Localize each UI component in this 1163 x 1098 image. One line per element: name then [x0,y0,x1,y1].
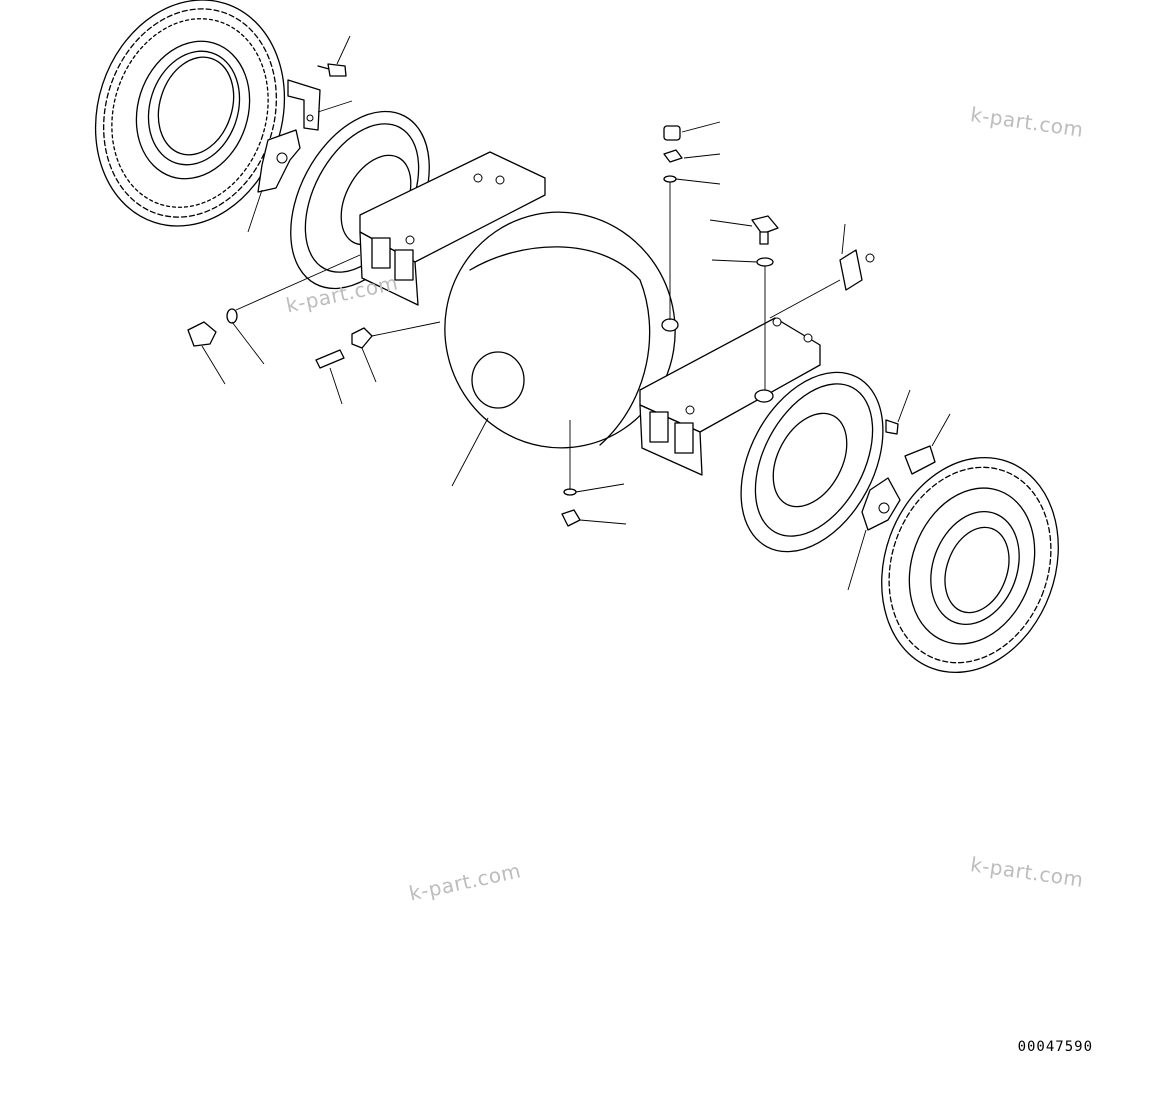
right-clip-bracket [885,419,936,475]
drain-plug-bottom [561,488,581,527]
breather-cap [663,125,683,183]
drain-plug-top [751,215,779,267]
right-brake-disc [881,456,1059,674]
leader-lines [201,35,951,591]
axle-housing [359,151,821,476]
left-plate [257,129,301,193]
stud-and-nut [315,327,373,369]
left-clip-bracket [287,63,347,131]
right-plate [861,477,901,531]
tag-plate [839,249,875,291]
left-plug [187,308,238,347]
drawing-number: 00047590 [1017,1039,1093,1055]
left-brake-disc [94,0,286,227]
right-flange [740,371,884,553]
